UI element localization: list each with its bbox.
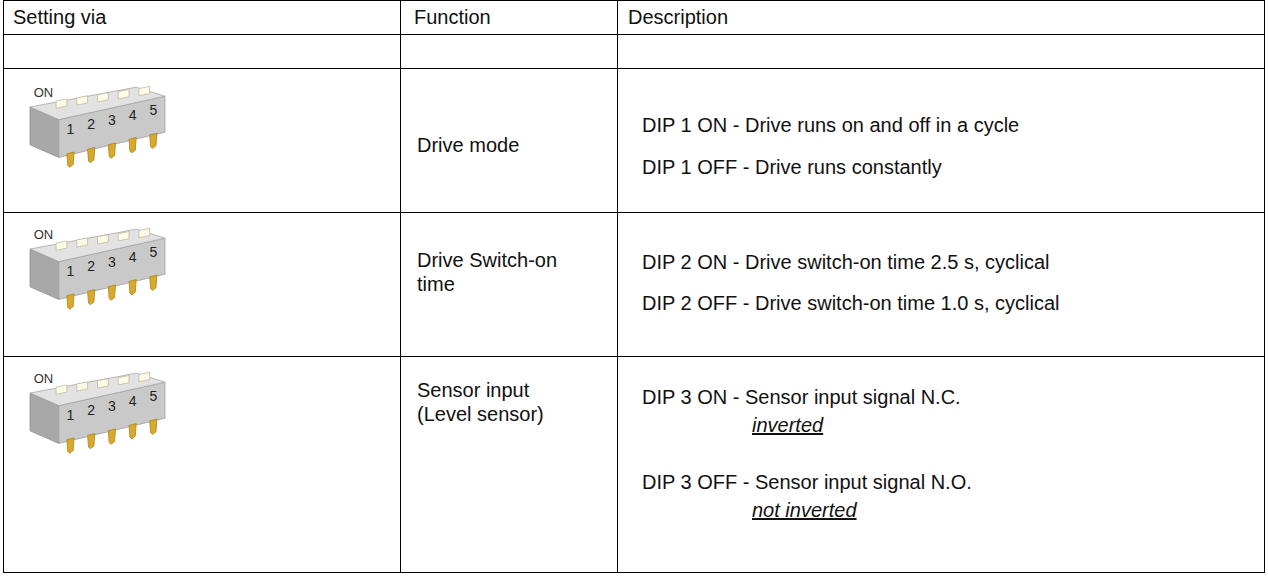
column-header: Function <box>414 5 491 29</box>
switch-number: 2 <box>87 258 95 275</box>
switch-number: 4 <box>129 393 137 410</box>
description-cell: DIP 2 ON - Drive switch-on time 2.5 s, c… <box>642 250 1050 274</box>
switch-on-mark: ON <box>34 85 54 101</box>
switch-number: 5 <box>149 388 157 405</box>
description-cell: not inverted <box>752 498 857 522</box>
switch-number: 4 <box>129 107 137 124</box>
description-cell: DIP 1 OFF - Drive runs constantly <box>642 155 942 179</box>
function-cell: Sensor input (Level sensor) <box>417 378 558 426</box>
description-cell: DIP 3 OFF - Sensor input signal N.O. <box>642 470 972 494</box>
table-lines <box>3 0 1265 573</box>
switch-number: 1 <box>67 262 75 279</box>
switch-number: 2 <box>87 116 95 133</box>
switch-number: 3 <box>108 397 116 414</box>
column-header: Setting via <box>13 5 106 29</box>
description-cell: DIP 2 OFF - Drive switch-on time 1.0 s, … <box>642 291 1060 315</box>
switch-number: 5 <box>149 244 157 261</box>
switch-number: 5 <box>149 102 157 119</box>
function-cell: Drive Switch-on time <box>417 248 558 296</box>
description-cell: DIP 1 ON - Drive runs on and off in a cy… <box>642 113 1019 137</box>
switch-number: 1 <box>67 120 75 137</box>
switch-number: 3 <box>108 111 116 128</box>
description-cell: inverted <box>752 413 823 437</box>
switch-number: 3 <box>108 253 116 270</box>
switch-number: 4 <box>129 249 137 266</box>
function-cell: Drive mode <box>417 133 519 157</box>
description-cell: DIP 3 ON - Sensor input signal N.C. <box>642 385 961 409</box>
switch-on-mark: ON <box>34 227 54 243</box>
switch-on-mark: ON <box>34 371 54 387</box>
column-header: Description <box>628 5 728 29</box>
switch-number: 1 <box>67 406 75 423</box>
switch-number: 2 <box>87 402 95 419</box>
